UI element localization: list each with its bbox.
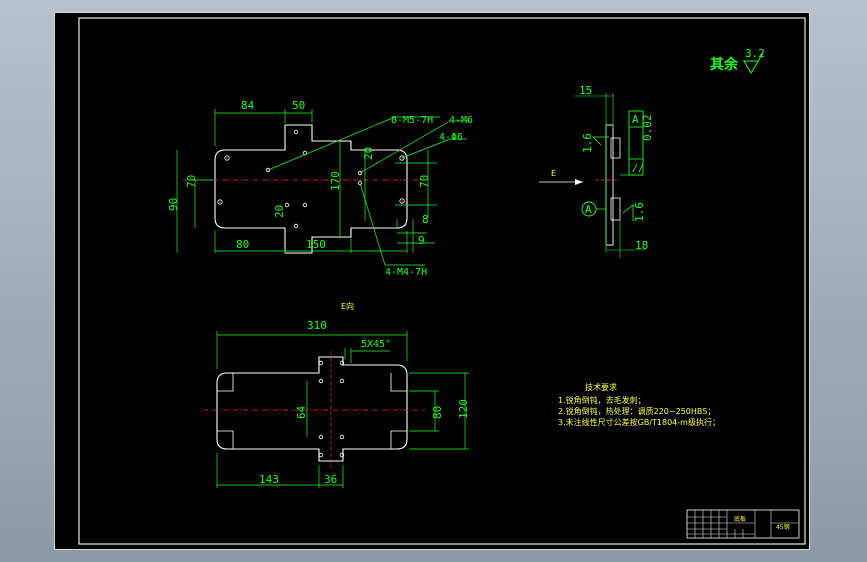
tech-req-line-1: 1.锐角倒钝，去毛发刺； bbox=[558, 395, 646, 405]
tech-req-title: 技术要求 bbox=[585, 382, 617, 392]
bottom-view-outline bbox=[216, 356, 408, 462]
callout-m6: 4-M6 bbox=[449, 115, 473, 126]
bottom-view-corner-slots bbox=[217, 373, 407, 449]
bottom-view-holes bbox=[318, 360, 345, 458]
dim-143: 143 bbox=[259, 473, 279, 486]
top-view-outline bbox=[214, 124, 408, 254]
technical-requirements: 技术要求 1.锐角倒钝，去毛发刺； 2.锐角倒钝，热处理：调质220~250HB… bbox=[558, 382, 720, 427]
surface-label: 其余 bbox=[710, 56, 739, 73]
side-view: 15 18 1.6 1.6 E A A 0.02 // bbox=[539, 84, 654, 258]
callout-m4: 4-M4-7H bbox=[385, 267, 427, 278]
dim-15: 15 bbox=[579, 84, 592, 97]
top-view-dimension-lines bbox=[176, 109, 470, 266]
dim-36: 36 bbox=[324, 473, 337, 486]
roughness-bottom: 1.6 bbox=[633, 202, 646, 222]
dim-70-left: 70 bbox=[185, 175, 198, 188]
inner-frame bbox=[78, 17, 806, 545]
dim-80: 80 bbox=[236, 238, 249, 251]
dim-64: 64 bbox=[295, 405, 308, 419]
dim-chamfer: 5X45° bbox=[361, 339, 391, 350]
tolerance-symbol: // bbox=[632, 163, 644, 174]
view-label: E向 bbox=[341, 301, 354, 311]
dim-90: 90 bbox=[167, 198, 180, 211]
bottom-view: E向 310 5X45° 64 bbox=[203, 301, 470, 488]
dim-20-mid: 20 bbox=[273, 205, 286, 218]
tolerance-value: 0.02 bbox=[641, 115, 654, 142]
callout-m5: 8-M5-7H bbox=[391, 115, 433, 126]
dim-150: 150 bbox=[306, 238, 326, 251]
dim-70-right: 70 bbox=[418, 175, 431, 188]
drawing-canvas: 其余 3.2 bbox=[78, 17, 806, 545]
dim-9: 9 bbox=[418, 234, 425, 247]
datum-label: A bbox=[585, 203, 592, 216]
title-block bbox=[686, 509, 800, 539]
drawing-sheet: 其余 3.2 bbox=[54, 12, 810, 550]
dim-18: 18 bbox=[635, 239, 648, 252]
view-arrow-label: E bbox=[551, 169, 556, 178]
roughness-top: 1.6 bbox=[581, 133, 594, 153]
surface-finish-note: 其余 3.2 bbox=[710, 47, 765, 74]
tolerance-datum: A bbox=[632, 113, 639, 126]
tech-req-line-2: 2.锐角倒钝，热处理：调质220~250HBS； bbox=[558, 406, 715, 416]
surface-value: 3.2 bbox=[745, 47, 765, 60]
dim-8: 8 bbox=[422, 213, 429, 226]
tech-req-line-3: 3.未注线性尺寸公差按GB/T1804-m级执行； bbox=[558, 417, 720, 427]
dim-170: 170 bbox=[329, 171, 342, 191]
dim-120: 120 bbox=[457, 399, 470, 419]
callout-phi6: 4-Φ6 bbox=[439, 132, 463, 143]
dim-50: 50 bbox=[292, 99, 305, 112]
dim-20-right: 20 bbox=[362, 147, 375, 160]
dim-84: 84 bbox=[241, 99, 255, 112]
dim-310: 310 bbox=[307, 319, 327, 332]
title-material: 45钢 bbox=[776, 523, 790, 531]
dim-80-bottom: 80 bbox=[431, 406, 444, 419]
title-part-name: 底板 bbox=[734, 515, 746, 523]
top-view: 84 50 80 150 70 90 20 170 20 70 8 9 8-M5… bbox=[167, 99, 473, 278]
top-view-holes bbox=[217, 129, 405, 229]
bottom-view-dimension-lines bbox=[216, 331, 469, 488]
tolerance-frame: A 0.02 // bbox=[620, 110, 654, 176]
